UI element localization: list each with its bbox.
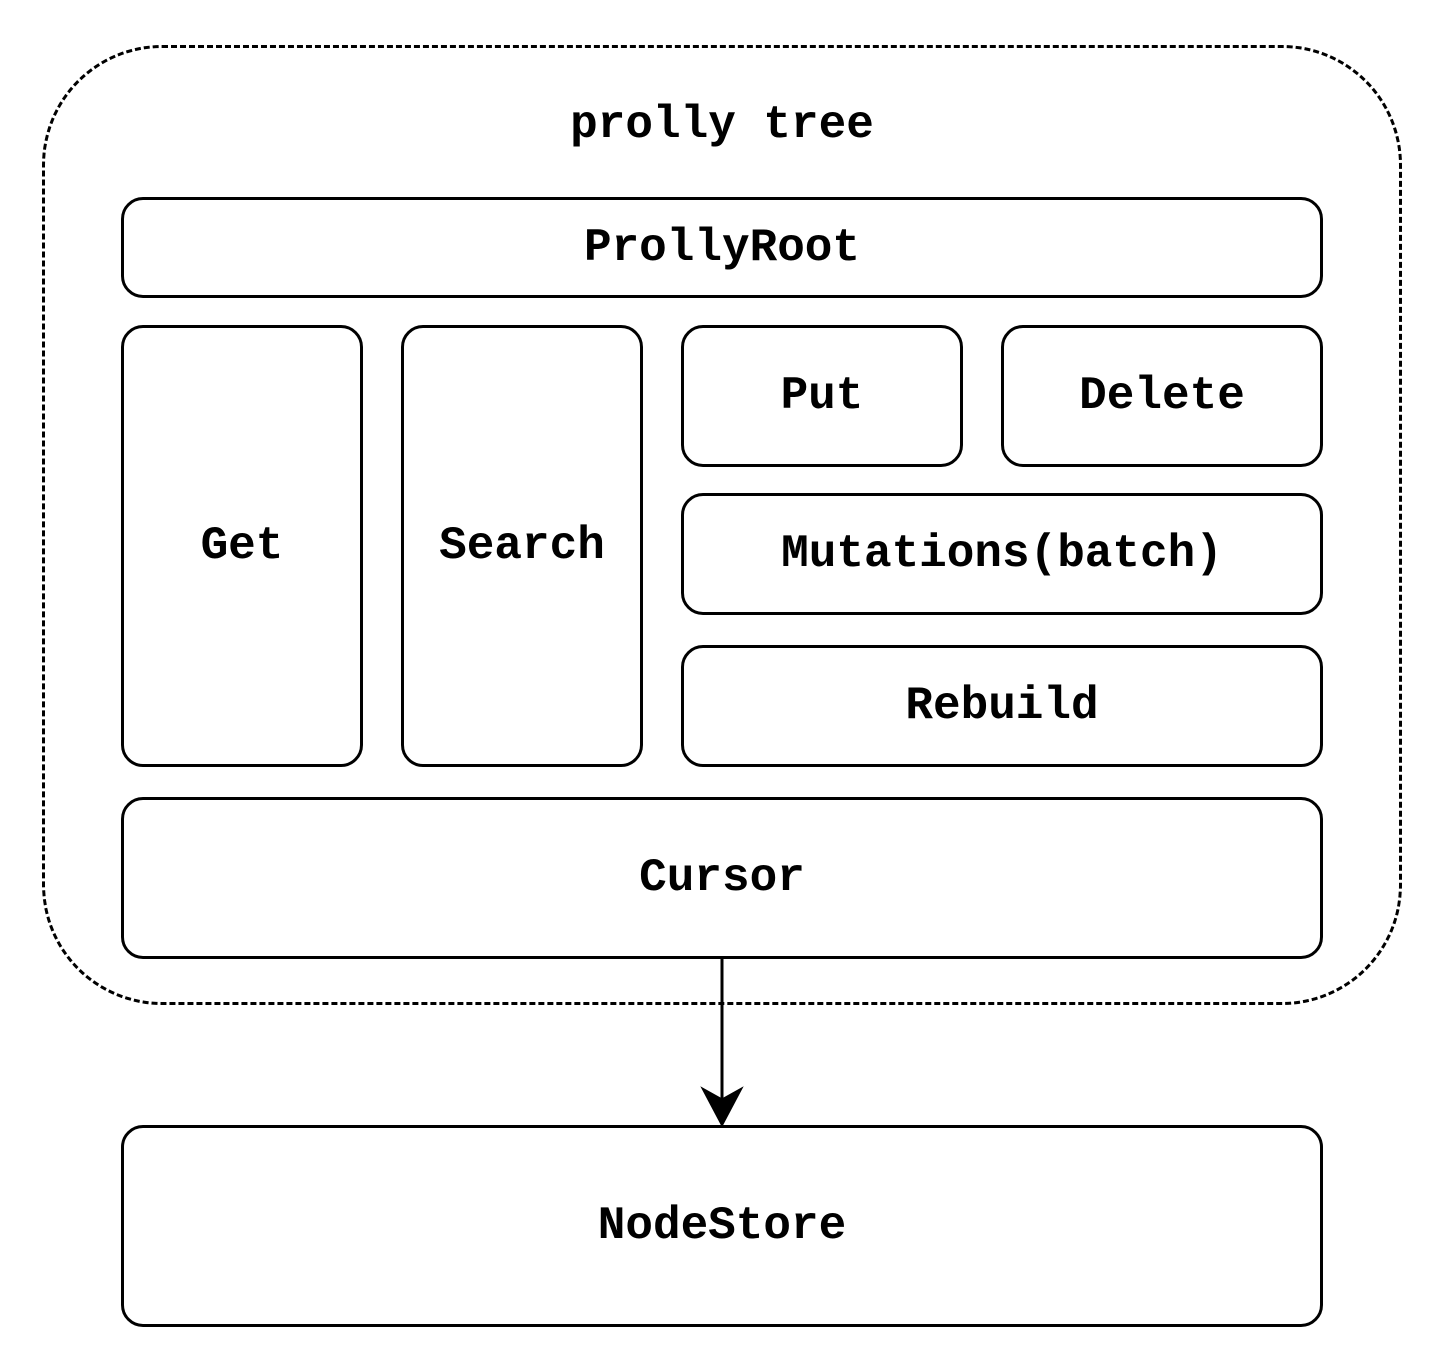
- search-label: Search: [439, 520, 605, 572]
- get-box: Get: [121, 325, 363, 767]
- delete-label: Delete: [1079, 370, 1245, 422]
- rebuild-box: Rebuild: [681, 645, 1323, 767]
- prolly-root-box: ProllyRoot: [121, 197, 1323, 298]
- delete-box: Delete: [1001, 325, 1323, 467]
- nodestore-box: NodeStore: [121, 1125, 1323, 1327]
- cursor-label: Cursor: [639, 852, 805, 904]
- arrow-head: [700, 1086, 744, 1128]
- prolly-root-label: ProllyRoot: [583, 221, 861, 274]
- prolly-tree-group-title: prolly tree: [570, 99, 874, 151]
- get-label: Get: [200, 520, 284, 572]
- cursor-box: Cursor: [121, 797, 1323, 959]
- rebuild-label: Rebuild: [905, 680, 1099, 732]
- put-box: Put: [681, 325, 963, 467]
- search-box: Search: [401, 325, 643, 767]
- mutations-batch-box: Mutations(batch): [681, 493, 1323, 615]
- put-label: Put: [780, 370, 864, 422]
- nodestore-label: NodeStore: [597, 1200, 847, 1252]
- mutations-batch-label: Mutations(batch): [781, 528, 1223, 580]
